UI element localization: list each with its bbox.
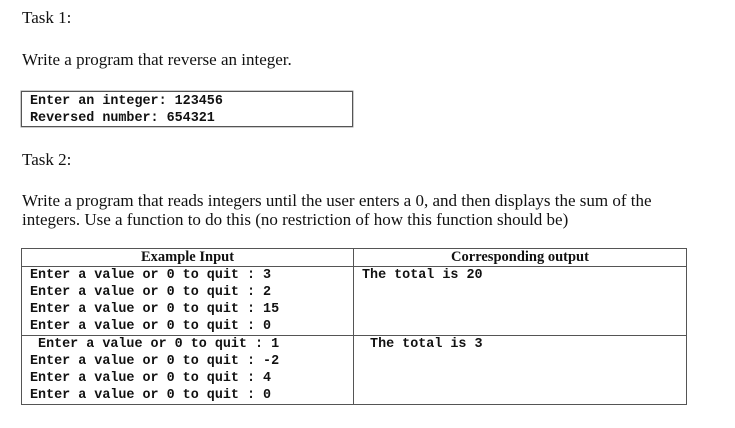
- task1-sample-line-2: Reversed number: 654321: [30, 111, 215, 126]
- input-line: Enter a value or 0 to quit : 15: [30, 302, 280, 317]
- table-row-1-input: Enter a value or 0 to quit : 3 Enter a v…: [30, 267, 279, 335]
- task2-description-line-1: Write a program that reads integers unti…: [22, 191, 652, 210]
- table-row-divider: [22, 335, 686, 336]
- task2-title: Task 2:: [22, 150, 72, 169]
- table-header-example-input: Example Input: [140, 249, 235, 265]
- table-header-corresponding-output: Corresponding output: [451, 249, 589, 265]
- output-line: The total is 3: [362, 337, 483, 352]
- table-row-1-output: The total is 20: [362, 267, 483, 284]
- input-line: Enter a value or 0 to quit : 1: [30, 337, 280, 352]
- task1-description: Write a program that reverse an integer.: [22, 50, 292, 69]
- task1-sample-output-box: Enter an integer: 123456 Reversed number…: [21, 91, 353, 127]
- input-line: Enter a value or 0 to quit : 4: [30, 371, 272, 386]
- input-line: Enter a value or 0 to quit : 2: [30, 285, 272, 300]
- table-row-2-input: Enter a value or 0 to quit : 1 Enter a v…: [30, 336, 279, 404]
- task2-example-table: Example Input Corresponding output Enter…: [21, 248, 687, 405]
- table-header-divider: [22, 266, 686, 267]
- table-column-divider: [353, 249, 354, 404]
- task1-title: Task 1:: [22, 8, 72, 27]
- input-line: Enter a value or 0 to quit : 3: [30, 268, 272, 283]
- task2-description-line-2: integers. Use a function to do this (no …: [22, 210, 569, 229]
- output-line: The total is 20: [362, 268, 483, 283]
- task1-sample-line-1: Enter an integer: 123456: [30, 94, 223, 109]
- table-row-2-output: The total is 3: [362, 336, 483, 353]
- input-line: Enter a value or 0 to quit : -2: [30, 354, 280, 369]
- input-line: Enter a value or 0 to quit : 0: [30, 319, 272, 334]
- input-line: Enter a value or 0 to quit : 0: [30, 388, 272, 403]
